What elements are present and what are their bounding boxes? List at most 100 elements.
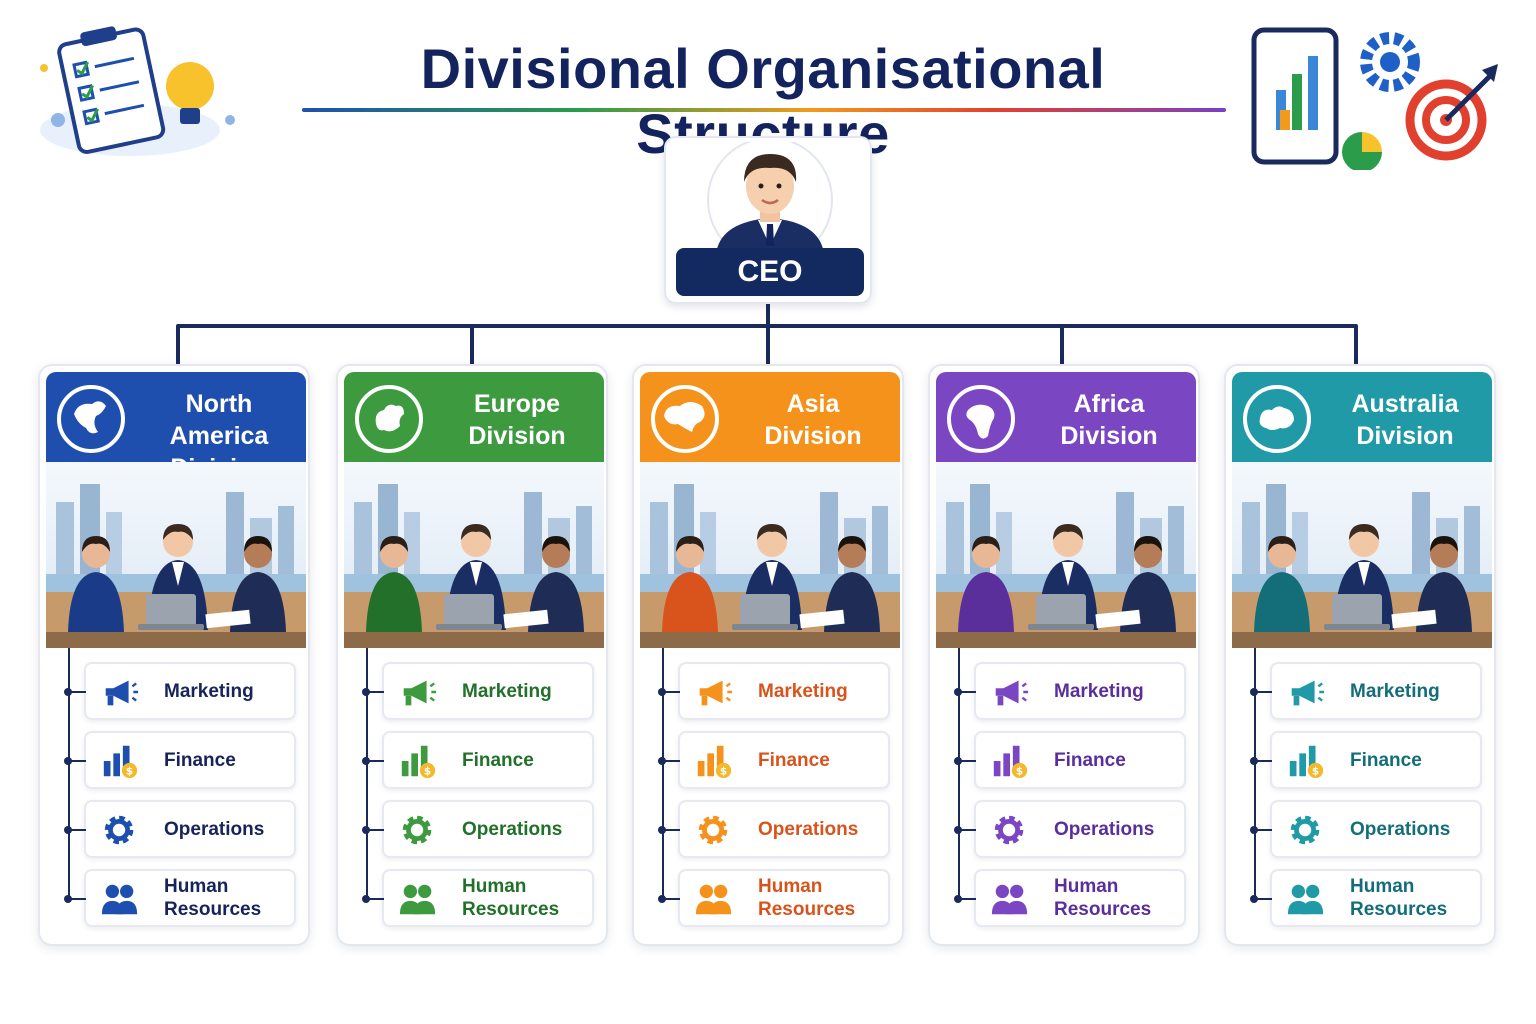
- department-marketing[interactable]: Marketing: [362, 662, 594, 720]
- megaphone-icon: [995, 680, 1029, 706]
- department-label: Marketing: [758, 664, 888, 718]
- gear-icon: [994, 815, 1024, 845]
- division-photo: [936, 462, 1196, 648]
- megaphone-icon: [403, 680, 437, 706]
- department-finance[interactable]: $ Finance: [64, 731, 296, 789]
- tree-branch: [68, 760, 86, 762]
- tree-branch: [1254, 829, 1272, 831]
- people-icon: [991, 884, 1028, 915]
- svg-text:$: $: [1312, 765, 1319, 777]
- department-tree-line: [68, 648, 70, 896]
- department-marketing[interactable]: Marketing: [64, 662, 296, 720]
- tree-branch: [662, 829, 680, 831]
- division-team-scene: [1232, 462, 1492, 648]
- department-label-text: Marketing: [164, 680, 254, 702]
- department-marketing[interactable]: Marketing: [658, 662, 890, 720]
- department-finance[interactable]: $Finance: [362, 731, 594, 789]
- division-team-scene: [344, 462, 604, 648]
- department-label-text: Marketing: [758, 680, 848, 702]
- bar-chart-coin-icon: $: [697, 745, 732, 779]
- department-label: Marketing: [164, 664, 294, 718]
- division-photo: [1232, 462, 1492, 648]
- department-label: Operations: [164, 802, 294, 856]
- department-tree-line: [1254, 648, 1256, 896]
- department-label-line2: Resources: [462, 899, 560, 920]
- people-icon: [101, 884, 138, 915]
- department-label-text: Marketing: [462, 680, 552, 702]
- department-label: Marketing: [1054, 664, 1184, 718]
- tree-branch: [662, 760, 680, 762]
- division-name-line2: Division: [468, 422, 566, 450]
- tree-branch: [958, 898, 976, 900]
- department-label-text: Operations: [1054, 818, 1155, 840]
- department-label: Operations: [758, 802, 888, 856]
- department-operations[interactable]: Operations: [954, 800, 1186, 858]
- tree-branch: [1254, 898, 1272, 900]
- department-label-text: Finance: [1350, 749, 1422, 771]
- division-header: North AmericaDivision: [46, 372, 306, 482]
- tree-branch: [68, 691, 86, 693]
- bar-chart-coin-icon: $: [993, 745, 1028, 779]
- tree-branch: [366, 691, 384, 693]
- department-operations[interactable]: Operations: [658, 800, 890, 858]
- department-operations[interactable]: Operations: [64, 800, 296, 858]
- globe-europe-icon: [355, 385, 423, 453]
- department-label-text: Finance: [164, 749, 236, 771]
- department-label: Finance: [462, 733, 592, 787]
- department-marketing[interactable]: Marketing: [1250, 662, 1482, 720]
- division-name-line1: Africa: [1073, 390, 1145, 418]
- department-label-text: Marketing: [1350, 680, 1440, 702]
- division-team-scene: [46, 462, 306, 648]
- department-finance[interactable]: $Finance: [954, 731, 1186, 789]
- division-name-line1: North America: [169, 390, 269, 450]
- division-card-north-america[interactable]: North AmericaDivisionMarketing $ FinanceOp…: [38, 364, 310, 946]
- division-team-scene: [936, 462, 1196, 648]
- bar-chart-coin-icon: $: [1289, 745, 1324, 779]
- gear-icon: [698, 815, 728, 845]
- svg-text:$: $: [1016, 765, 1023, 777]
- department-operations[interactable]: Operations: [362, 800, 594, 858]
- department-label-line2: Resources: [1054, 899, 1152, 920]
- department-marketing[interactable]: Marketing: [954, 662, 1186, 720]
- division-name-line1: Europe: [473, 390, 561, 418]
- tree-branch: [662, 691, 680, 693]
- globe-africa-icon: [947, 385, 1015, 453]
- department-label-line1: Human: [164, 876, 229, 897]
- department-label-text: Operations: [164, 818, 265, 840]
- division-name-line2: Division: [1356, 422, 1454, 450]
- department-label: Finance: [758, 733, 888, 787]
- department-finance[interactable]: $ Finance: [1250, 731, 1482, 789]
- bar-chart-coin-icon: $: [103, 745, 138, 779]
- tree-branch: [958, 829, 976, 831]
- department-operations[interactable]: Operations: [1250, 800, 1482, 858]
- department-label-text: Operations: [1350, 818, 1451, 840]
- division-team-scene: [640, 462, 900, 648]
- department-label: Operations: [462, 802, 592, 856]
- tree-branch: [366, 829, 384, 831]
- department-label-line2: Resources: [758, 899, 856, 920]
- division-photo: [640, 462, 900, 648]
- tree-branch: [662, 898, 680, 900]
- department-label-text: Finance: [462, 749, 534, 771]
- department-finance[interactable]: $ Finance: [658, 731, 890, 789]
- ceo-card[interactable]: CEO: [664, 136, 872, 304]
